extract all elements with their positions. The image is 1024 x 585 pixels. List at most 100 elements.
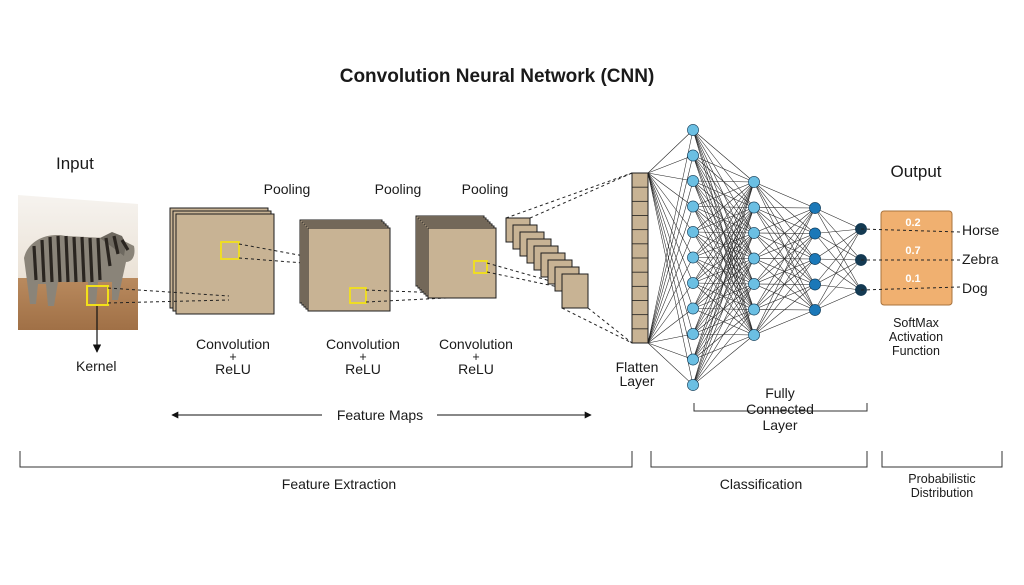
flatten-connection — [647, 172, 694, 207]
flatten-connection — [647, 231, 694, 344]
layer-connection — [814, 207, 862, 261]
layer-connection — [814, 228, 862, 260]
layer-connection — [814, 233, 862, 261]
flatten-connection — [647, 172, 694, 309]
input-layer-node — [687, 353, 699, 366]
layer-connection — [692, 181, 755, 360]
layer-connection — [753, 207, 816, 234]
layer-connection — [753, 207, 816, 209]
input-layer-node — [687, 302, 699, 315]
network-connections — [647, 129, 862, 386]
layer-connection — [692, 258, 755, 386]
input-image — [18, 195, 138, 330]
flatten-layer — [631, 172, 649, 344]
hidden-layer-1-node — [748, 227, 760, 239]
feature-extraction-label: Feature Extraction — [282, 476, 396, 492]
flatten-connection — [647, 172, 694, 360]
flatten-connection — [647, 257, 694, 344]
kernel-box-3 — [473, 260, 488, 274]
layer-connection — [753, 207, 816, 310]
hidden-layer-2-node — [809, 202, 821, 214]
classification-label: Classification — [720, 476, 802, 492]
class-label-horse: Horse — [962, 222, 1000, 238]
hidden-layer-1-node — [748, 252, 760, 265]
conv-plus-3: + — [472, 350, 479, 364]
conv-label-1: Convolution — [196, 336, 270, 352]
pooling-label-1: Pooling — [264, 181, 311, 197]
layer-connection — [753, 309, 816, 336]
input-layer-node — [687, 149, 699, 162]
layer-connection — [814, 207, 862, 230]
input-layer-node — [687, 175, 699, 187]
fc-label-line3: Layer — [762, 417, 797, 433]
flatten-connection — [647, 172, 694, 182]
feature-map-stack-1 — [169, 207, 275, 315]
layer-connection — [692, 181, 755, 207]
output-label: Output — [890, 162, 941, 181]
hidden-layer-1-node — [748, 329, 760, 341]
conv-label-3: Convolution — [439, 336, 513, 352]
fc-label-line2: Connected — [746, 401, 814, 417]
layer-connection — [692, 129, 755, 183]
layer-connection — [814, 284, 862, 291]
layer-connection — [692, 207, 755, 386]
flatten-connection — [647, 172, 694, 233]
relu-label-2: ReLU — [345, 361, 381, 377]
flatten-connection — [647, 180, 694, 344]
flatten-connection — [647, 333, 694, 344]
prob-value-horse: 0.2 — [905, 217, 920, 229]
probabilistic-label-line1: Probabilistic — [908, 472, 975, 486]
input-layer-node — [687, 226, 699, 238]
layer-connection — [814, 228, 862, 311]
input-layer-node — [687, 328, 699, 340]
feature-map-stack-4 — [505, 217, 589, 309]
softmax-label-line3: Function — [892, 344, 940, 358]
layer-connection — [753, 207, 816, 259]
feature-maps-label: Feature Maps — [337, 407, 423, 423]
input-layer-node — [687, 124, 699, 136]
flatten-connection — [647, 172, 694, 258]
relu-label-1: ReLU — [215, 361, 251, 377]
hidden-layer-1-node — [748, 303, 760, 316]
feature-map-stack-2 — [299, 219, 391, 312]
input-layer-node — [687, 277, 699, 289]
softmax-box — [880, 210, 953, 306]
layer-connection — [692, 181, 755, 309]
diagram-title: Convolution Neural Network (CNN) — [340, 66, 655, 87]
flatten-connection — [647, 129, 694, 344]
layer-connection — [814, 228, 862, 285]
layer-connection — [753, 207, 816, 336]
flatten-connection — [647, 172, 694, 386]
hidden-layer-1-node — [748, 176, 760, 188]
layer-connection — [753, 258, 816, 336]
pooling-label-2: Pooling — [375, 181, 422, 197]
layer-connection — [753, 233, 816, 336]
flatten-connection — [647, 155, 694, 174]
flatten-connection — [647, 172, 694, 335]
flatten-connection — [647, 206, 694, 344]
layer-connection — [692, 180, 755, 183]
probabilistic-bracket — [881, 451, 1003, 468]
hidden-layer-2-node — [809, 278, 821, 291]
class-label-zebra: Zebra — [962, 251, 999, 267]
layer-connection — [814, 233, 862, 291]
flatten-connection — [647, 172, 694, 284]
feature-map-stack-3 — [415, 215, 497, 299]
layer-connection — [814, 258, 862, 291]
layer-connection — [753, 207, 816, 285]
flatten-label-line1: Flatten — [616, 359, 659, 375]
conv-label-2: Convolution — [326, 336, 400, 352]
kernel-box-1 — [220, 241, 240, 260]
probabilistic-label-line2: Distribution — [911, 486, 974, 500]
layer-connection — [814, 289, 862, 311]
layer-connection — [692, 283, 755, 386]
layer-connection — [753, 284, 816, 336]
hidden-layer-1-node — [748, 278, 760, 290]
layer-connection — [692, 181, 755, 258]
layer-connection — [692, 309, 755, 386]
hidden-layer-1-node — [748, 201, 760, 214]
layer-connection — [814, 258, 862, 261]
layer-connection — [814, 259, 862, 311]
fc-label-line1: Fully — [765, 385, 795, 401]
